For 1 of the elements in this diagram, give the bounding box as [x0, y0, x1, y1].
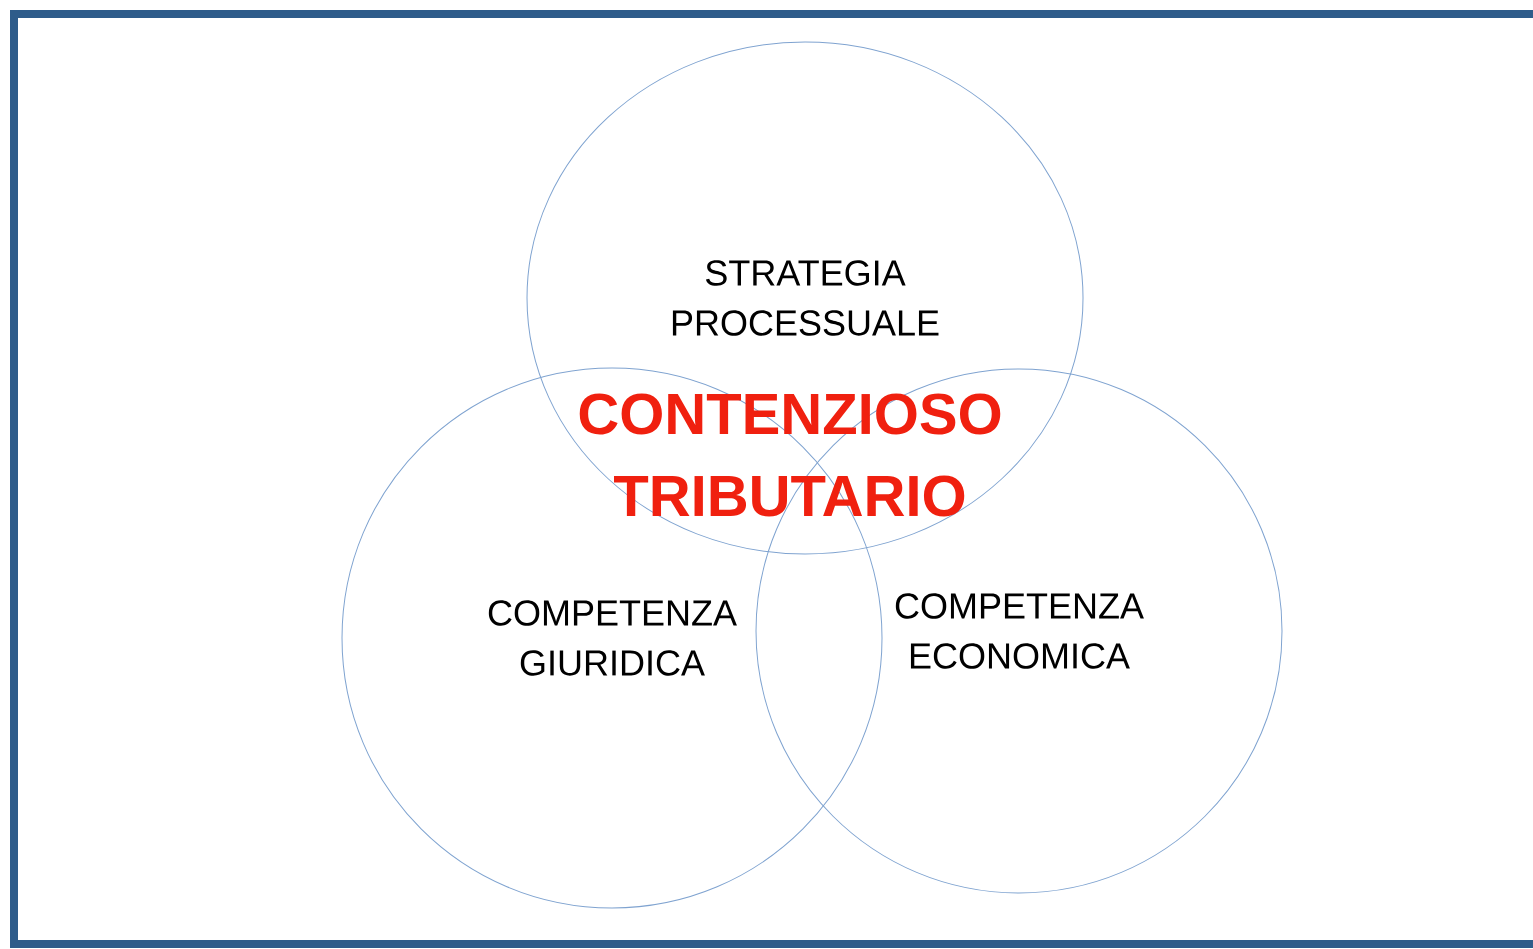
center-title: CONTENZIOSO TRIBUTARIO	[579, 393, 1001, 517]
